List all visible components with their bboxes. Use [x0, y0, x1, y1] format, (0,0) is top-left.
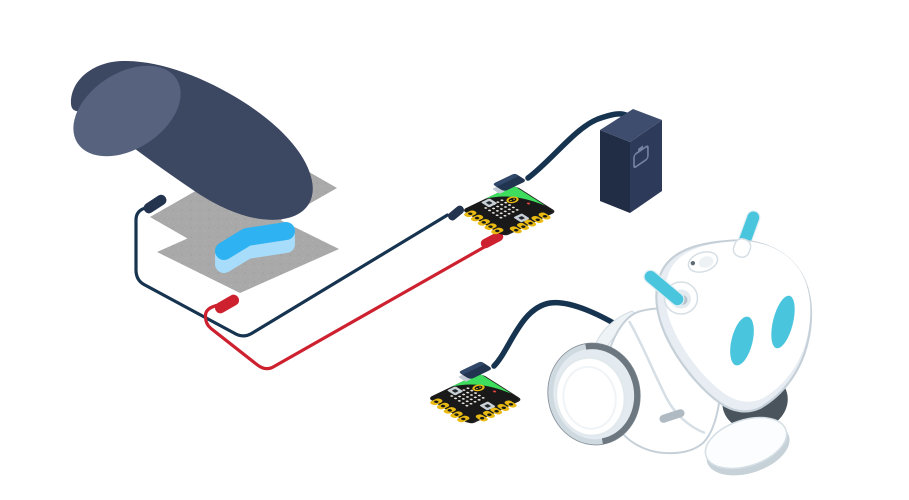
robot-antenna-left: [643, 269, 685, 307]
clip-wires: [134, 205, 489, 371]
red-wire: [203, 243, 489, 371]
navy-clip-sheet: [143, 194, 167, 214]
red-clip-board: [480, 231, 504, 249]
robot-wheel: [547, 342, 641, 446]
robot-chin: [704, 416, 788, 470]
battery-front-face: [630, 120, 662, 213]
battery-pack: [600, 109, 662, 213]
robot-fender-line: [627, 320, 706, 435]
microbit-receiver: [413, 360, 538, 430]
usb-cable-battery: [525, 111, 631, 181]
robot-head-sensor: [687, 251, 719, 273]
red-clip-sheet: [214, 294, 240, 314]
foam-spacer: [215, 222, 295, 273]
navy-wire: [134, 205, 450, 338]
usb-cable-robot: [491, 299, 633, 369]
battery-top-face: [600, 109, 662, 142]
slipper-insole: [73, 65, 181, 157]
robot-slot: [659, 409, 685, 423]
battery-side-face: [600, 130, 630, 213]
navy-clip-board: [448, 205, 465, 221]
robot-head: [655, 239, 813, 413]
robot-antenna-top-sheath: [732, 238, 752, 258]
robot: [547, 210, 813, 476]
battery-icon: [633, 145, 649, 169]
microbit-transmitter: [447, 172, 572, 242]
robot-eye-left: [730, 316, 754, 366]
slipper: [70, 60, 313, 220]
robot-eye-right: [771, 295, 795, 349]
